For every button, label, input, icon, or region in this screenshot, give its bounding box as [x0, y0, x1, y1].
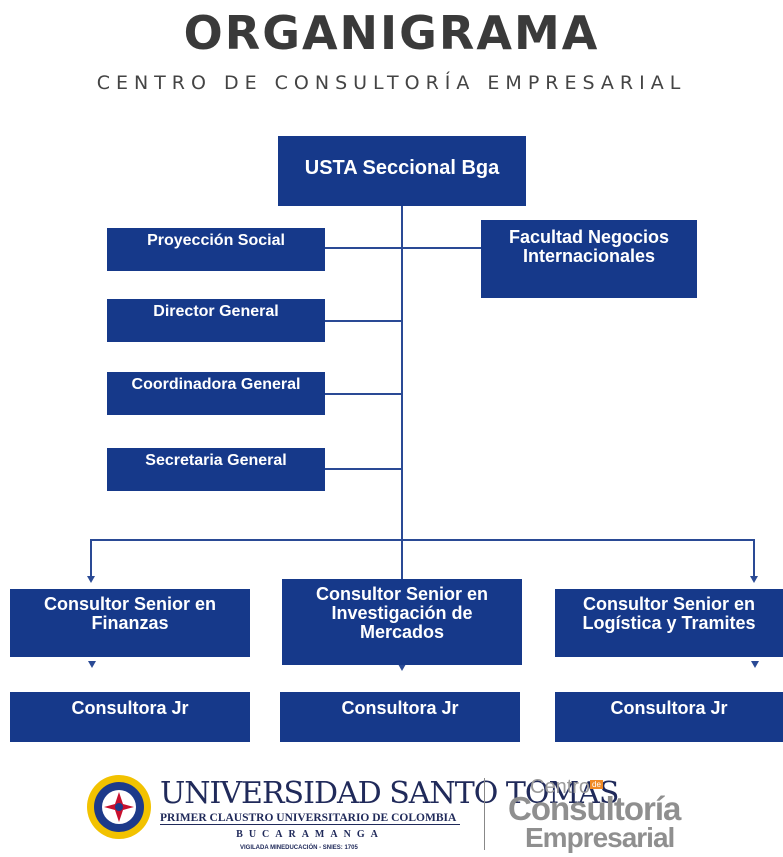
right-down-arrow-icon	[750, 576, 758, 583]
proyeccion-social-box: Proyección Social	[107, 228, 325, 271]
cce-de-badge: de	[590, 780, 603, 789]
footer-divider	[484, 778, 485, 850]
cce-empresarial-text: Empresarial	[525, 822, 675, 853]
cce-consultoria-text: Consultoría	[508, 790, 681, 827]
director-general-label: Director General	[153, 303, 279, 320]
senior-mercados-line-1: Consultor Senior en	[315, 584, 488, 604]
facultad-line-2: Internacionales	[522, 245, 656, 266]
proyeccion-social-label: Proyección Social	[147, 232, 285, 249]
consultora-jr-mercados-box: Consultora Jr	[280, 692, 520, 742]
usta-city-text: BUCARAMANGA	[236, 829, 384, 840]
consultora-jr-1-label: Consultora Jr	[71, 698, 189, 718]
page-title: ORGANIGRAMA	[183, 6, 600, 60]
consultora-jr-3-label: Consultora Jr	[610, 698, 728, 718]
secretaria-general-box: Secretaria General	[107, 448, 325, 491]
senior-logistica-line-2: Logística y Tramites	[582, 612, 756, 633]
usta-sub-text: PRIMER CLAUSTRO UNIVERSITARIO DE COLOMBI…	[160, 812, 460, 825]
left-down-connector	[90, 539, 92, 577]
usta-name-text: UNIVERSIDAD SANTO TOMAS	[160, 776, 619, 811]
page-subtitle: CENTRO DE CONSULTORÍA EMPRESARIAL	[96, 72, 687, 94]
senior-mercados-box: Consultor Senior en Investigación de Mer…	[282, 579, 522, 665]
finanzas-jr-arrow-icon	[88, 661, 96, 668]
facultad-negocios-box: Facultad Negocios Internacionales	[481, 220, 697, 298]
usta-seccional-label: USTA Seccional Bga	[304, 157, 500, 179]
usta-seccional-box: USTA Seccional Bga	[278, 136, 526, 206]
director-connector	[325, 320, 402, 322]
consultora-jr-logistica-box: Consultora Jr	[555, 692, 783, 742]
secretaria-general-label: Secretaria General	[145, 452, 287, 469]
senior-finanzas-box: Consultor Senior en Finanzas	[10, 589, 250, 657]
director-general-box: Director General	[107, 299, 325, 342]
secretaria-connector	[325, 468, 402, 470]
left-down-arrow-icon	[87, 576, 95, 583]
right-down-connector	[753, 539, 755, 577]
cce-centro-text: Centro	[530, 776, 591, 798]
coordinadora-general-label: Coordinadora General	[131, 376, 301, 393]
senior-logistica-box: Consultor Senior en Logística y Tramites	[555, 589, 783, 657]
proyeccion-connector	[325, 247, 481, 249]
consultora-jr-finanzas-box: Consultora Jr	[10, 692, 250, 742]
mercados-jr-arrow-icon	[398, 664, 406, 671]
senior-finanzas-line-2: Finanzas	[91, 612, 169, 633]
senior-mercados-line-3: Mercados	[359, 621, 445, 642]
facultad-line-1: Facultad Negocios	[508, 227, 670, 247]
senior-horizontal-connector	[90, 539, 755, 541]
consultora-jr-2-label: Consultora Jr	[341, 698, 459, 718]
usta-seal-logo	[87, 775, 151, 839]
logistica-jr-arrow-icon	[751, 661, 759, 668]
senior-logistica-line-1: Consultor Senior en	[582, 594, 755, 614]
senior-finanzas-line-1: Consultor Senior en	[43, 594, 216, 614]
usta-vigilada-text: VIGILADA MINEDUCACIÓN - SNIES: 1705	[240, 845, 358, 851]
senior-mercados-line-2: Investigación de	[331, 602, 473, 623]
main-vertical-connector	[401, 205, 403, 667]
coordinadora-connector	[325, 393, 402, 395]
coordinadora-general-box: Coordinadora General	[107, 372, 325, 415]
